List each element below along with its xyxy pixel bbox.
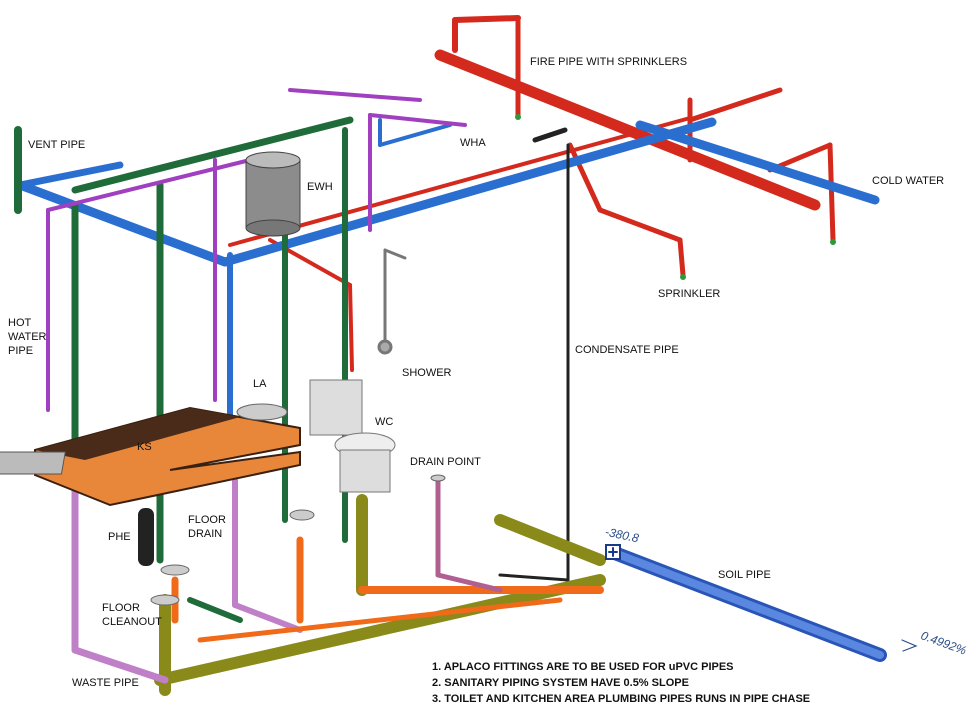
label-cold-water: COLD WATER: [872, 175, 945, 187]
hot-water-line: [46, 158, 252, 212]
label-floor-drain: FLOOR DRAIN: [188, 514, 226, 540]
fire-branch: [567, 142, 603, 213]
label-phe: PHE: [108, 531, 131, 543]
drain-point-pipe: [435, 572, 503, 593]
cold-water-network: [15, 117, 880, 433]
label-shower: SHOWER: [402, 367, 452, 379]
fire-branch: [348, 283, 354, 372]
fire-extinguisher-phe: [138, 508, 154, 566]
sanitary-main: [154, 574, 606, 686]
label-wha: WHA: [460, 137, 486, 149]
fire-pipe-network: [228, 15, 836, 372]
note-1: 1. APLACO FITTINGS ARE TO BE USED FOR uP…: [432, 661, 734, 673]
floor-drain: [289, 509, 315, 521]
hot-water-line: [288, 88, 422, 102]
label-ks: KS: [137, 441, 152, 453]
fire-branch-long: [228, 116, 692, 247]
label-hot-water-pipe: HOT WATER PIPE: [8, 317, 47, 357]
waste-pipe: [71, 646, 169, 684]
vent-segment: [187, 597, 243, 623]
shower-fixture: [377, 248, 407, 355]
label-drain-point: DRAIN POINT: [410, 456, 481, 468]
fire-branch: [597, 207, 683, 243]
waste-fitting-run: [197, 597, 563, 643]
water-closet: [309, 379, 396, 493]
sprinkler-head-icon: [830, 239, 836, 245]
sprinkler-head-icon: [515, 114, 521, 120]
floor-drain: [160, 564, 190, 576]
label-ewh: EWH: [307, 181, 333, 193]
cold-water-branch: [378, 123, 452, 147]
sprinkler-head-icon: [680, 274, 686, 280]
fire-branch: [687, 87, 783, 123]
label-sprinkler: SPRINKLER: [658, 288, 721, 300]
label-condensate-pipe: CONDENSATE PIPE: [575, 344, 679, 356]
label-soil-pipe: SOIL PIPE: [718, 569, 771, 581]
cold-water-main: [220, 117, 717, 267]
waste-pipe: [232, 602, 303, 633]
kitchen-sink: [0, 451, 66, 475]
label-wc: WC: [375, 416, 394, 428]
cold-water-main: [635, 120, 880, 205]
water-heater-ewh: [245, 151, 301, 237]
floor-cleanout: [150, 594, 180, 606]
kitchen-counter: [0, 403, 301, 507]
condensate-outlet: [498, 573, 570, 582]
label-waste-pipe: WASTE PIPE: [72, 677, 139, 689]
sanitary-network: [71, 477, 606, 696]
label-floor-cleanout: FLOOR CLEANOUT: [102, 602, 162, 628]
sprinkler-drop: [827, 142, 836, 243]
hot-water-line: [368, 113, 467, 127]
label-la: LA: [253, 378, 267, 390]
fire-pipe-segment: [452, 15, 521, 23]
hot-water-network: [46, 88, 467, 412]
label-vent-pipe: VENT PIPE: [28, 139, 86, 151]
drain-point: [430, 474, 446, 482]
note-3: 3. TOILET AND KITCHEN AREA PLUMBING PIPE…: [432, 693, 811, 705]
sprinkler-drop: [677, 237, 686, 278]
vent-header: [71, 116, 354, 194]
note-2: 2. SANITARY PIPING SYSTEM HAVE 0.5% SLOP…: [432, 677, 689, 689]
condensate-inlet: [532, 127, 568, 143]
label-fire-pipe: FIRE PIPE WITH SPRINKLERS: [530, 56, 688, 68]
lavatory-basin: [236, 403, 288, 421]
slope-arrow-icon: [901, 639, 918, 652]
sanitary-branch: [494, 514, 606, 566]
cold-water-segment: [16, 161, 124, 189]
fire-main-pipe: [434, 49, 821, 211]
cold-water-main: [15, 180, 230, 267]
